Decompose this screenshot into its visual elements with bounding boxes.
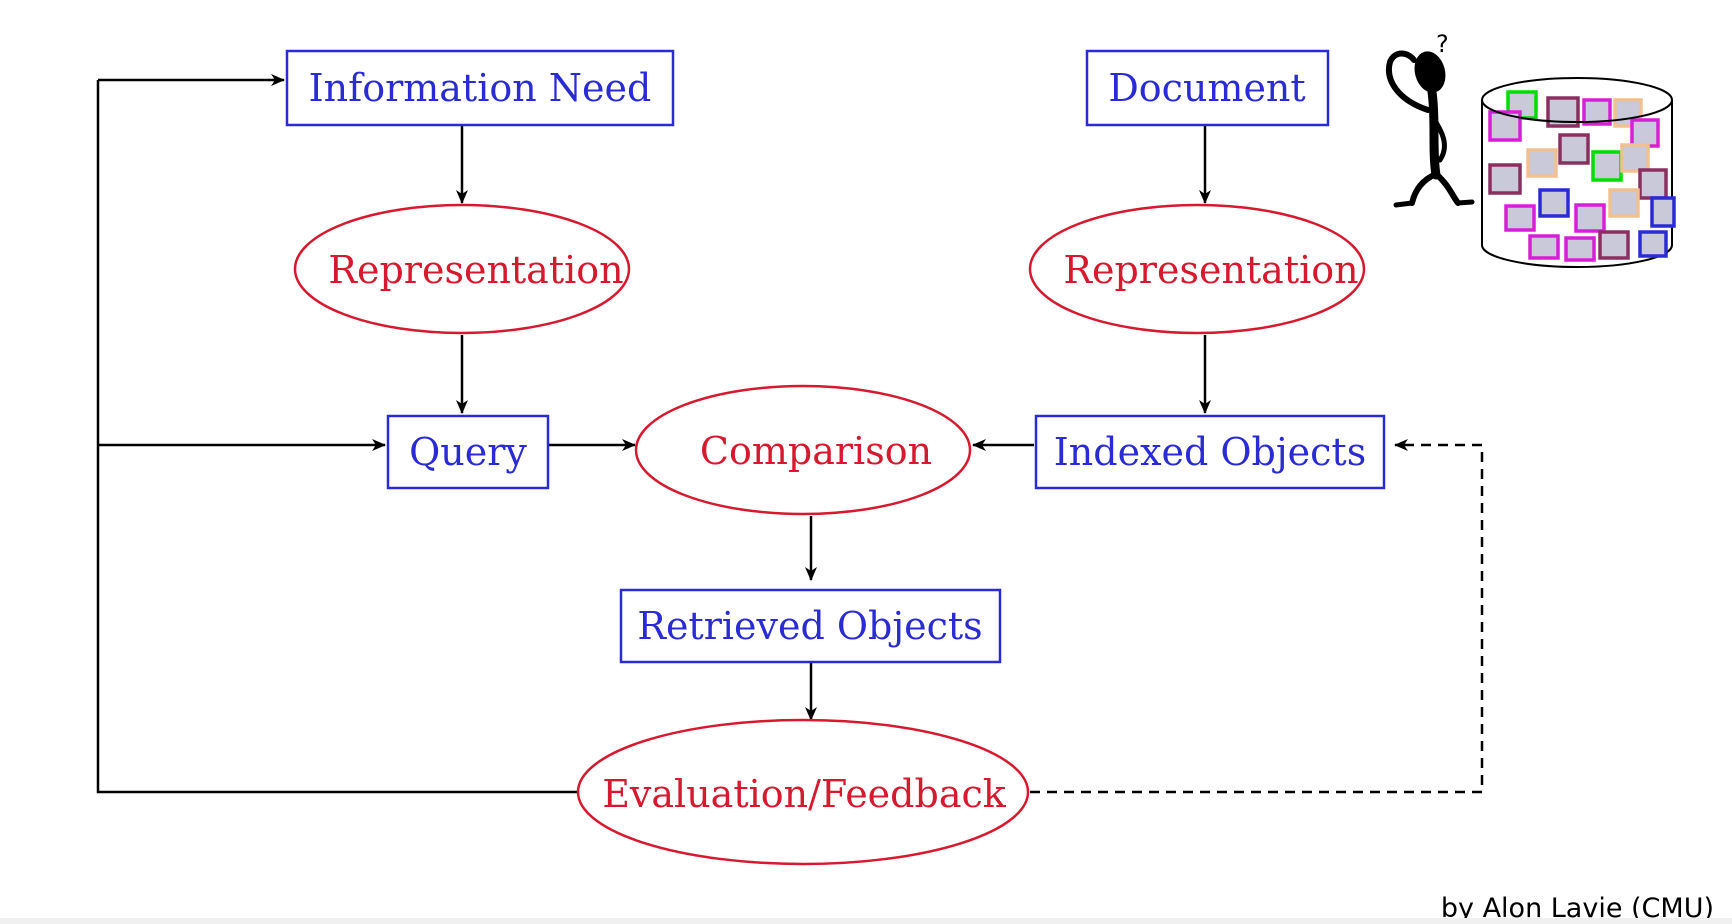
ellipse-evaluation-feedback: Evaluation/Feedback [576, 718, 1030, 866]
label-retrieved-objects: Retrieved Objects [637, 604, 982, 648]
box-query: Query [386, 414, 550, 490]
connectors [96, 74, 1484, 794]
question-mark: ? [1436, 30, 1449, 58]
box-document: Document [1085, 49, 1330, 127]
ellipse-representation-left: Representation [293, 203, 631, 335]
label-indexed-objects: Indexed Objects [1054, 430, 1366, 474]
label-query: Query [409, 430, 527, 474]
dashed-feedback-line [1030, 445, 1484, 794]
label-information-need: Information Need [309, 66, 652, 110]
label-document: Document [1108, 66, 1305, 110]
label-representation-right: Representation [1063, 248, 1358, 292]
box-information-need: Information Need [285, 49, 675, 127]
ellipse-representation-right: Representation [1028, 203, 1366, 335]
document-collection-cylinder-icon [1481, 77, 1676, 268]
bottom-strip [0, 918, 1732, 924]
label-representation-left: Representation [328, 248, 623, 292]
box-retrieved-objects: Retrieved Objects [619, 588, 1002, 664]
label-evaluation-feedback: Evaluation/Feedback [602, 772, 1007, 816]
label-comparison: Comparison [700, 429, 932, 473]
box-indexed-objects: Indexed Objects [1034, 414, 1386, 490]
ellipse-comparison: Comparison [634, 384, 972, 516]
thinking-person-icon: ? [1386, 30, 1475, 208]
document-thumbnails [1488, 90, 1676, 262]
feedback-loop-line [96, 80, 578, 794]
